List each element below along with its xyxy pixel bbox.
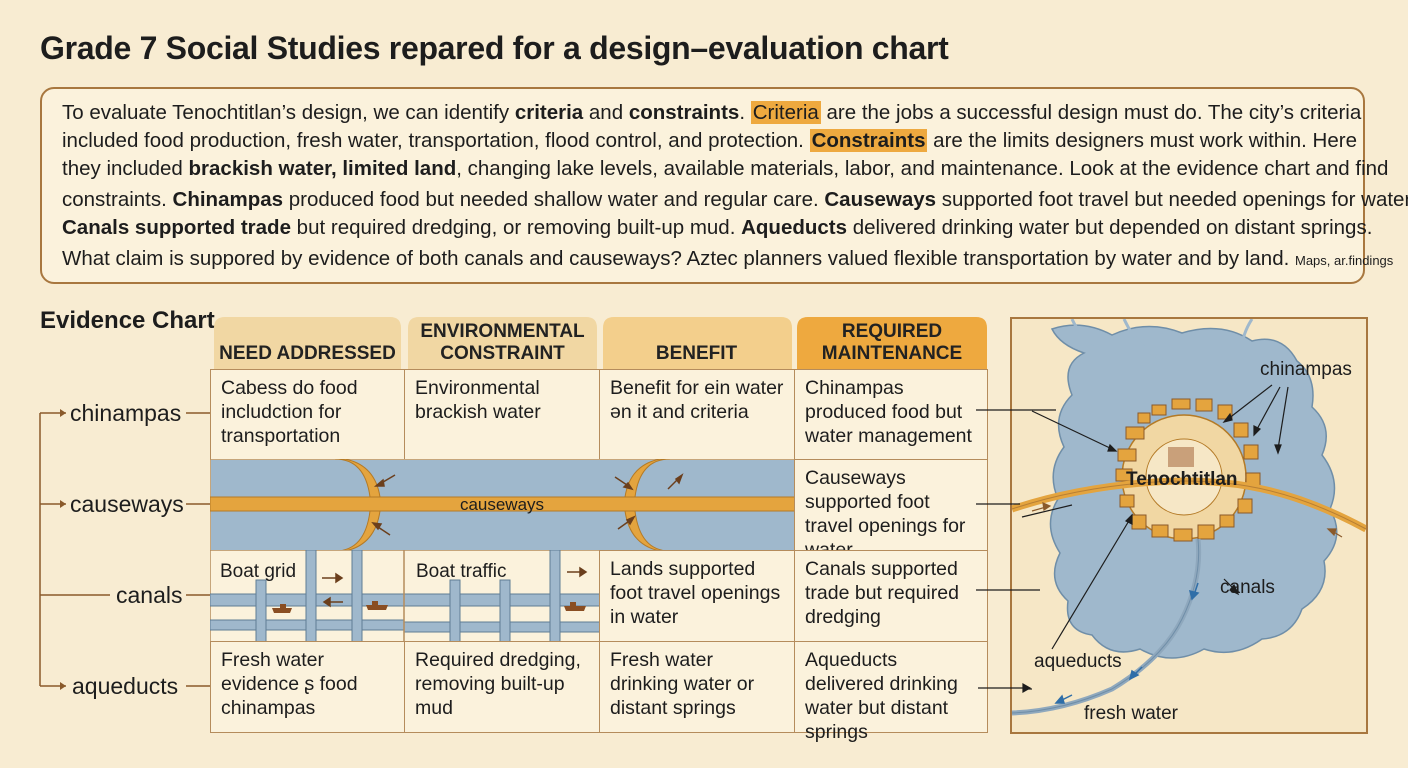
intro-paragraph: To evaluate Tenochtitlan’s design, we ca… [40, 87, 1408, 284]
cell-canals-benefit: Lands supported foot travel openings in … [599, 550, 795, 642]
criteria-highlight: Criteria [750, 101, 821, 124]
canal-traffic-label: Boat traffic [416, 561, 506, 582]
intro-line-3: they included brackish water, limited la… [62, 157, 1389, 180]
column-header-maintenance: REQUIRED MAINTENANCE [821, 321, 963, 364]
map-label-canals: canals [1220, 577, 1275, 598]
header-tab-4 [797, 317, 987, 369]
column-header-need: NEED ADDRESSED [219, 343, 396, 364]
canal-grid-illustration: Boat grid Boat traffic [210, 550, 600, 642]
row-label-aqueducts: aqueducts [72, 673, 179, 699]
causeways-illustration: causeways [210, 459, 795, 551]
intro-line-2: included food production, fresh water, t… [62, 129, 1357, 152]
intro-line-6: What claim is suppored by evidence of bo… [62, 247, 1394, 270]
map-label-chinampas: chinampas [1260, 359, 1352, 380]
header-tab-3 [603, 317, 792, 369]
cell-canals-maintenance: Canals supported trade but required dred… [794, 550, 988, 642]
intro-line-5: Canals supported trade but required dred… [62, 216, 1373, 239]
cell-chinampas-need: Cabess do food includction for transport… [210, 369, 405, 460]
header-tab-1 [214, 317, 401, 369]
page-title: Grade 7 Social Studies repared for a des… [40, 30, 949, 66]
evidence-chart-label: Evidence Chart [40, 307, 215, 334]
column-header-benefit: BENEFIT [655, 343, 738, 364]
cell-chinampas-maintenance: Chinampas produced food but water manage… [794, 369, 988, 460]
cell-aqueducts-maintenance: Aqueducts delivered drinking water but d… [794, 641, 988, 743]
row-label-canals: canals [116, 582, 183, 608]
cell-aqueducts-benefit: Fresh water drinking water or distant sp… [599, 641, 795, 733]
lake-map-drawing [1010, 318, 1368, 716]
row-label-causeways: causeways [70, 491, 184, 517]
column-header-constraint: ENVIRONMENTAL CONSTRAINT [420, 321, 585, 364]
map-label-aqueducts: aqueducts [1034, 651, 1122, 672]
cell-chinampas-constraint: Environmental brackish water [404, 369, 600, 460]
intro-line-4: constraints. Chinampas produced food but… [62, 188, 1408, 211]
map-label-city: Tenochtitlan [1126, 469, 1238, 490]
header-tab-2 [408, 317, 597, 369]
causeway-band-label: causeways [460, 495, 544, 514]
chart-to-map-arrows [976, 409, 1056, 694]
intro-line-1: To evaluate Tenochtitlan’s design, we ca… [62, 101, 1362, 124]
cell-chinampas-benefit: Benefit for ein water ən it and criteria [599, 369, 795, 460]
map-label-fresh-water: fresh water [1084, 703, 1178, 724]
canal-grid-label: Boat grid [220, 561, 296, 582]
cell-aqueducts-need: Fresh water evidence ʂ food chinampas [210, 641, 405, 733]
row-label-chinampas: chinampas [70, 400, 182, 426]
constraints-highlight: Constraints [809, 129, 928, 152]
cell-causeways-maintenance: Causeways supported foot travel openings… [794, 459, 988, 561]
tenochtitlan-map: chinampas Tenochtitlan canals aqueducts … [1010, 317, 1368, 734]
cell-aqueducts-constraint: Required dredging, removing built-up mud [404, 641, 600, 733]
